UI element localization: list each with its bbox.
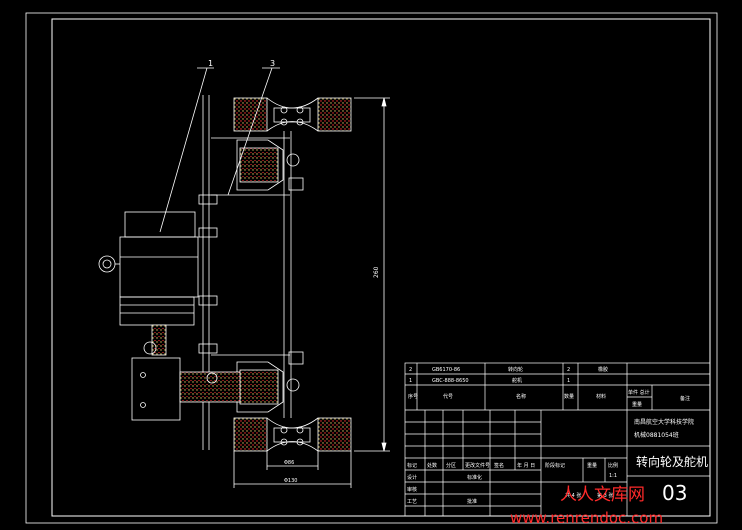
bottom-bolt-1	[280, 426, 288, 434]
watermark-cn: 人人文库网	[560, 485, 645, 505]
bom-row-2-name: 转向轮	[508, 366, 523, 373]
upper-gear-section	[239, 147, 279, 183]
base-bracket	[131, 357, 181, 421]
bom-row-1-code: GBC-888-8650	[432, 378, 469, 384]
bracket-3	[198, 295, 218, 306]
dim-vertical-value: 260	[373, 266, 380, 278]
servo-top-cap	[124, 211, 196, 238]
bracket-1	[198, 194, 218, 205]
stage-label: 阶段标记	[545, 462, 565, 469]
lower-clamp	[288, 351, 304, 365]
bom-row-1-qty: 1	[567, 378, 570, 384]
bom-header-index: 序号	[408, 393, 418, 400]
top-bolt-2	[296, 106, 304, 114]
bottom-wheel-hub	[273, 427, 311, 443]
bom-row-2-code: GB6170-86	[432, 367, 460, 373]
bottom-wheel-right-tread	[317, 417, 352, 452]
weight-label: 重量	[587, 462, 597, 469]
bom-header-unit-weight: 单件 总计	[628, 389, 650, 396]
rev-date-label: 年 月 日	[517, 462, 535, 469]
bom-header-name: 名称	[516, 393, 526, 400]
dim-inner-value: Φ86	[284, 460, 294, 466]
upper-clamp	[288, 177, 304, 191]
leader-line-3	[227, 67, 273, 196]
rev-zone-label: 分区	[446, 462, 456, 469]
bom-header-code: 代号	[443, 393, 453, 400]
role-std-label: 标准化	[467, 474, 482, 481]
servo-connector-ring	[98, 255, 116, 273]
dim-arrow-bottom	[381, 442, 387, 452]
inner-frame	[51, 18, 711, 517]
dim-arrow-top	[381, 97, 387, 107]
assembly-drawing	[98, 67, 390, 488]
bom-header-qty: 数量	[564, 393, 574, 400]
class-line: 机械0881054班	[634, 431, 679, 439]
bottom-bolt-4	[296, 438, 304, 446]
watermark-url: www.renrendoc.com	[510, 509, 663, 527]
outer-frame	[25, 12, 718, 524]
servo-gearbox	[119, 296, 195, 326]
bottom-bolt-3	[280, 438, 288, 446]
top-bolt-1	[280, 106, 288, 114]
role-review-label: 审核	[407, 486, 417, 493]
bom-row-2-qty: 2	[567, 367, 570, 373]
upper-gear-housing	[236, 139, 284, 191]
top-bolt-4	[296, 118, 304, 126]
bom-row-1-name: 舵机	[512, 377, 522, 384]
servo-spline	[143, 341, 157, 355]
bom-row-1-index: 1	[409, 378, 412, 384]
top-wheel-left-tread	[233, 97, 268, 132]
base-hole-2	[140, 402, 146, 408]
bottom-wheel-left-tread	[233, 417, 268, 452]
school-name: 南昌航空大学科技学院	[634, 418, 694, 426]
sheet-total: 共 4 张	[565, 492, 581, 499]
scale-value: 1:1	[609, 473, 617, 479]
bom-header-remark: 备注	[680, 395, 690, 402]
role-approve-label: 批准	[467, 498, 477, 505]
title-block-frame	[404, 362, 711, 517]
dim-outer-value: Φ130	[284, 478, 297, 484]
bom-header-material: 材料	[596, 393, 606, 400]
servo-connector-inner	[102, 259, 112, 269]
top-wheel-right-tread	[317, 97, 352, 132]
bom-header-weight: 重量	[632, 401, 642, 408]
lower-pivot	[286, 378, 300, 392]
servo-body	[119, 236, 199, 298]
callout-1-label: 1	[208, 59, 213, 68]
rev-doc-label: 更改文件号	[465, 462, 490, 469]
lower-gear-section	[239, 369, 279, 405]
bottom-bolt-2	[296, 426, 304, 434]
bracket-2	[198, 227, 218, 238]
base-arm-section	[179, 371, 241, 403]
base-hole-1	[140, 372, 146, 378]
scale-label: 比例	[608, 462, 618, 469]
rev-sign-label: 签名	[494, 462, 504, 469]
rev-mark-label: 标记	[407, 462, 417, 469]
leader-line-1	[159, 67, 208, 233]
bom-row-2-material: 橡胶	[598, 366, 608, 373]
title-block	[404, 362, 711, 517]
bracket-4	[198, 343, 218, 354]
drawing-title: 转向轮及舵机	[636, 454, 708, 469]
bom-row-2-index: 2	[409, 367, 412, 373]
role-design-label: 设计	[407, 474, 417, 481]
top-wheel-hub	[273, 107, 311, 123]
top-bolt-3	[280, 118, 288, 126]
callout-3-label: 3	[270, 59, 275, 68]
base-pivot	[206, 372, 218, 384]
upper-pivot	[286, 153, 300, 167]
role-process-label: 工艺	[407, 499, 417, 505]
rev-count-label: 处数	[427, 462, 437, 469]
drawing-number: 03	[662, 481, 687, 505]
sheet-this: 第 3 张	[597, 492, 613, 499]
lower-gear-housing	[236, 361, 284, 413]
servo-output-shaft	[151, 324, 167, 356]
